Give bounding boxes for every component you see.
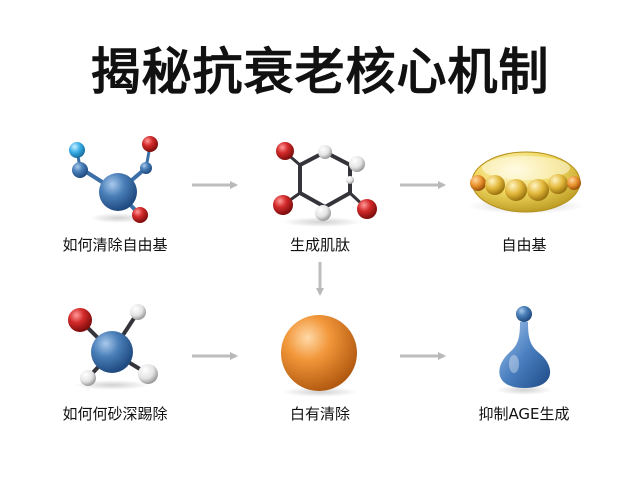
orange-sphere-icon — [281, 315, 358, 397]
golden-capsule-icon — [468, 151, 584, 214]
node-label-6: 抑制AGE生成 — [478, 405, 570, 423]
node-label-2: 生成肌肽 — [289, 236, 350, 254]
blue-droplet-icon — [496, 306, 552, 395]
node-label-4: 如何何砂深踢除 — [62, 405, 168, 423]
page-title: 揭秘抗衰老核心机制 — [90, 43, 550, 101]
node-label-3: 自由基 — [501, 236, 547, 254]
tetrahedral-molecule-icon — [68, 304, 158, 390]
molecule-water-like-icon — [69, 136, 158, 223]
node-label-5: 白有清除 — [289, 405, 350, 423]
node-label-1: 如何清除自由基 — [62, 236, 168, 254]
hexagon-ring-molecule-icon — [273, 142, 377, 227]
